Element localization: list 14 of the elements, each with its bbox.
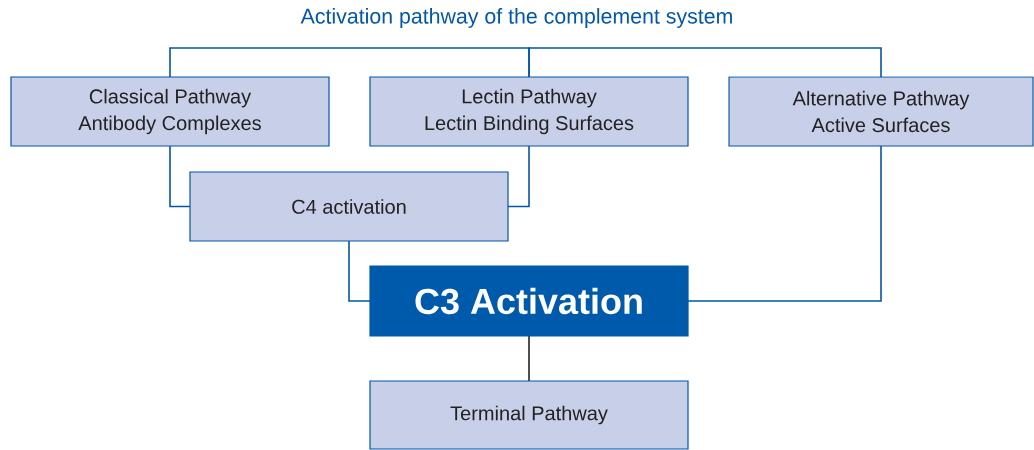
connector-line [348, 240, 371, 302]
connector-line [169, 145, 191, 208]
connector-line [169, 47, 530, 78]
activation-box: C3 Activation [369, 265, 689, 337]
connector-line [687, 145, 882, 302]
connector-line [528, 335, 530, 382]
pathway-box: Alternative Pathway Active Surfaces [728, 76, 1034, 147]
connector-line [507, 145, 530, 208]
title: Activation pathway of the complement system [300, 8, 732, 28]
pathway-box: Terminal Pathway [369, 380, 689, 450]
connector-line [528, 47, 882, 78]
pathway-box: C4 activation [189, 171, 509, 242]
pathway-box: Lectin Pathway Lectin Binding Surfaces [369, 76, 689, 147]
pathway-box: Classical Pathway Antibody Complexes [10, 76, 330, 147]
